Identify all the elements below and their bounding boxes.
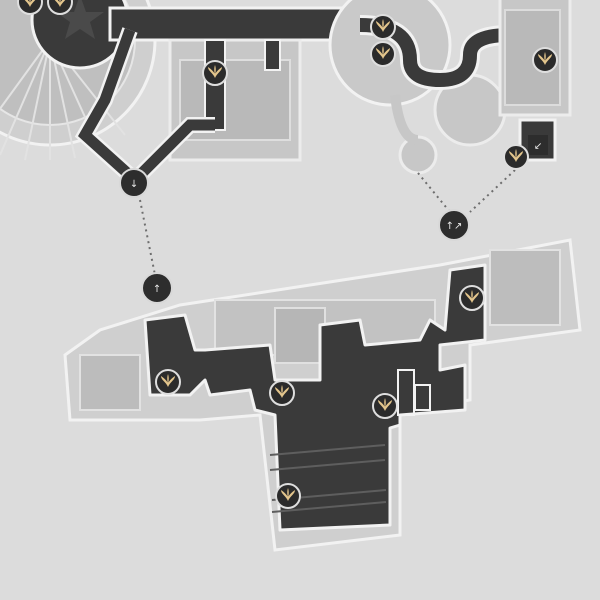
fan-collectible-icon[interactable] (459, 285, 485, 311)
exit-up-left-node[interactable]: ↑ (141, 272, 173, 304)
upper-area (0, 0, 572, 192)
fan-collectible-icon[interactable] (370, 14, 396, 40)
fan-collectible-icon[interactable] (503, 144, 529, 170)
fan-collectible-icon[interactable] (155, 369, 181, 395)
exit-corner-arrow: ↙ (534, 141, 542, 152)
fan-collectible-icon[interactable] (202, 60, 228, 86)
exit-up-right-arrow: ↑↗ (446, 221, 463, 232)
stair-connectors (139, 169, 516, 276)
fan-collectible-icon[interactable] (269, 380, 295, 406)
fan-collectible-icon[interactable] (275, 483, 301, 509)
collectible-markers (17, 0, 558, 509)
fan-collectible-icon[interactable] (372, 393, 398, 419)
exit-corner-node[interactable]: ↙ (528, 135, 548, 155)
lower-area (63, 238, 582, 552)
exit-up-right-node[interactable]: ↑↗ (438, 209, 470, 241)
exit-down-node[interactable]: ↓ (119, 168, 149, 198)
walkable-floor (143, 263, 487, 532)
fan-collectible-icon[interactable] (532, 47, 558, 73)
upper-right-rooms (328, 0, 572, 175)
fan-collectible-icon[interactable] (17, 0, 43, 15)
exit-up-arrow: ↑ (153, 284, 161, 295)
fan-collectible-icon[interactable] (370, 41, 396, 67)
fan-collectible-icon[interactable] (47, 0, 73, 15)
exit-down-arrow: ↓ (130, 179, 138, 190)
